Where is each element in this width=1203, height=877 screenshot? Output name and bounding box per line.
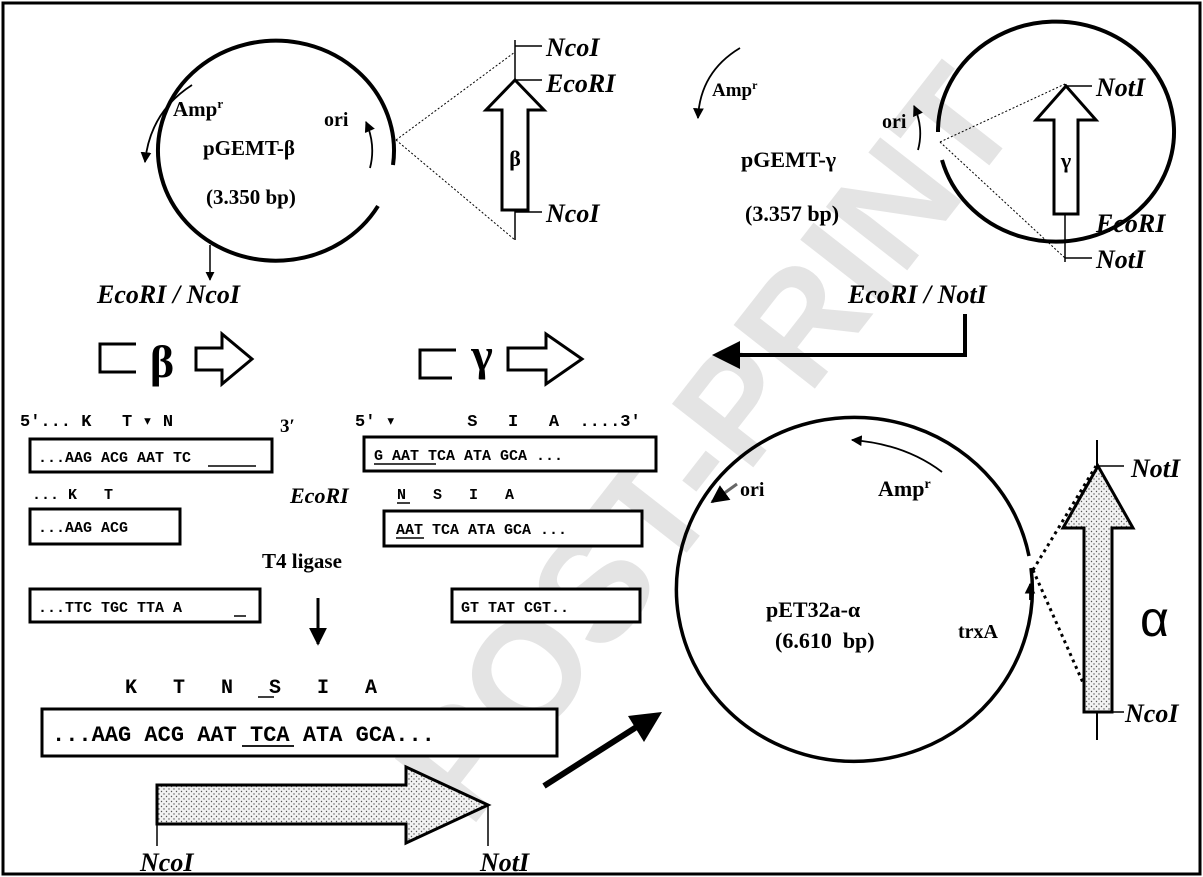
ori-arrow-beta — [364, 121, 375, 169]
fusion-site-left: NcoI — [139, 848, 194, 877]
ligase-label: T4 ligase — [262, 549, 342, 573]
alpha-gene-label: α — [1140, 591, 1169, 647]
fusion-gene: NcoI NotI — [139, 764, 530, 877]
plasmid-pgemt-gamma: Ampr ori pGEMT-γ (3.357 bp) — [693, 19, 1176, 244]
gamma-gene-label: γ — [1060, 148, 1071, 173]
alpha-gene-arrow — [1060, 462, 1136, 714]
gamma-seq-header: 5′ ▾ S I A ....3′ — [355, 413, 641, 432]
digest-gamma-label: EcoRI / NotI — [847, 280, 988, 309]
amp-label-alpha: Ampr — [878, 476, 931, 501]
beta-seq-box1: ...AAG ACG AAT TC — [38, 450, 191, 467]
beta-insert-map: β NcoI EcoRI NcoI — [395, 33, 616, 241]
gamma-sequence-block: 5′ ▾ S I A ....3′ G AAT TCA ATA GCA ... … — [355, 413, 658, 624]
amp-label-beta: Ampr — [173, 96, 223, 121]
beta-sequence-block: 5′... K T ▾ N 3′ ...AAG ACG AAT TC ... K… — [20, 413, 295, 624]
beta-gene-label: β — [509, 146, 521, 171]
enzyme-label: EcoRI — [289, 483, 350, 508]
gamma-site-mid: EcoRI — [1095, 209, 1166, 238]
gamma-seq-aa2: N S I A — [397, 487, 514, 504]
zoom-line-bottom — [395, 139, 516, 241]
beta-gene-arrow — [482, 77, 548, 212]
fusion-site-right: NotI — [479, 848, 530, 877]
gamma-site-top: NotI — [1095, 73, 1146, 102]
ligated-product: K T N S I A ...AAG ACG AAT TCA ATA GCA..… — [40, 677, 559, 758]
zoom-line-top — [395, 51, 516, 141]
ori-label-beta: ori — [324, 109, 349, 131]
digest-beta-label: EcoRI / NcoI — [96, 280, 241, 309]
plasmid-gamma-size: (3.357 bp) — [745, 201, 839, 226]
plasmid-alpha-size: (6.610 bp) — [775, 628, 875, 653]
gamma-fragment-symbol: γ — [418, 329, 585, 387]
ori-label-alpha: ori — [740, 479, 765, 501]
plasmid-beta-name: pGEMT-β — [203, 136, 295, 160]
alpha-insert-map: NotI NcoI α — [1031, 440, 1181, 740]
product-aa: K T N S I A — [125, 677, 377, 700]
amp-arrow-alpha — [850, 435, 943, 473]
plasmid-alpha-name: pET32a-α — [766, 597, 861, 622]
plasmid-pgemt-beta: Ampr ori pGEMT-β (3.350 bp) — [140, 38, 396, 281]
plasmid-pet32a-alpha: ori Ampr pET32a-α (6.610 bp) trxA — [674, 415, 1036, 764]
gamma-seq-box2: AAT TCA ATA GCA ... — [396, 522, 567, 539]
amp-label-gamma: Ampr — [712, 78, 758, 101]
gamma-site-bottom: NotI — [1095, 245, 1146, 274]
gamma-return-arrow — [712, 314, 967, 369]
ori-arrow-alpha — [710, 482, 738, 504]
zoom-line-bottom-g — [939, 141, 1066, 259]
beta-three-prime: 3′ — [280, 416, 295, 437]
ori-label-gamma: ori — [882, 111, 907, 133]
beta-fragment-label: β — [150, 336, 174, 387]
plasmid-beta-circle — [156, 38, 396, 263]
beta-seq-box3: ...TTC TGC TTA A — [38, 600, 182, 617]
amp-arrow-beta — [140, 84, 193, 164]
beta-site-top: NcoI — [545, 33, 600, 62]
product-seq: ...AAG ACG AAT TCA ATA GCA... — [52, 723, 435, 748]
alpha-site-top: NotI — [1130, 454, 1181, 483]
beta-seq-header: 5′... K T ▾ N — [20, 413, 173, 432]
plasmid-gamma-name: pGEMT-γ — [741, 147, 836, 172]
plasmid-gamma-circle — [935, 19, 1176, 244]
gamma-fragment-label: γ — [470, 329, 493, 380]
gamma-gene-arrow — [1032, 83, 1100, 216]
gamma-insert-map: γ NotI EcoRI NotI — [939, 73, 1166, 274]
trx-label: trxA — [958, 621, 999, 643]
ori-arrow-gamma — [913, 105, 923, 151]
beta-site-bottom: NcoI — [545, 199, 600, 228]
beta-site-mid: EcoRI — [545, 69, 616, 98]
insertion-arrow — [542, 712, 662, 789]
beta-fragment-symbol: β — [98, 330, 255, 388]
amp-arrow-gamma — [693, 47, 741, 120]
zoom-line-top-g — [939, 83, 1066, 143]
gamma-seq-box3: GT TAT CGT.. — [461, 600, 569, 617]
gamma-seq-box1: G AAT TCA ATA GCA ... — [374, 448, 563, 465]
alpha-site-bottom: NcoI — [1124, 699, 1179, 728]
plasmid-beta-size: (3.350 bp) — [206, 185, 296, 209]
zoom-line-bottom-a — [1031, 569, 1098, 713]
beta-seq-aa2: ... K T — [32, 487, 113, 504]
plasmid-alpha-circle — [674, 415, 1035, 764]
beta-seq-box2: ...AAG ACG — [38, 520, 128, 537]
fusion-gene-arrow — [155, 764, 492, 846]
